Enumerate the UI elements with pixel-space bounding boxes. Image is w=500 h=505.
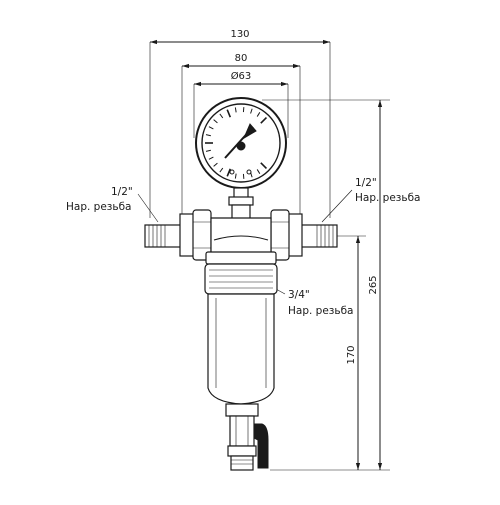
dimension-170: 170 — [325, 236, 366, 470]
dimension-170-label: 170 — [346, 345, 357, 364]
dimension-diameter-label: Ø63 — [231, 70, 252, 82]
gauge-pivot — [237, 142, 245, 150]
bottom-thread-type: Нар. резьба — [288, 305, 353, 317]
dimension-80-label: 80 — [235, 53, 248, 64]
left-thread-type: Нар. резьба — [66, 201, 131, 213]
dimension-130-label: 130 — [230, 29, 249, 40]
right-thread-type: Нар. резьба — [355, 192, 420, 204]
left-thread-size: 1/2" — [111, 186, 133, 198]
bottom-thread-size: 3/4" — [288, 289, 310, 301]
filter-housing — [205, 264, 277, 404]
label-right-thread: 1/2" Нар. резьба — [322, 177, 420, 222]
drain-valve — [226, 404, 268, 470]
dimension-265-label: 265 — [368, 275, 379, 294]
label-left-thread: 1/2" Нар. резьба — [66, 186, 158, 222]
right-thread-fitting — [271, 210, 337, 260]
filter-head — [206, 218, 276, 264]
pressure-gauge — [196, 98, 286, 188]
right-thread-size: 1/2" — [355, 177, 377, 189]
